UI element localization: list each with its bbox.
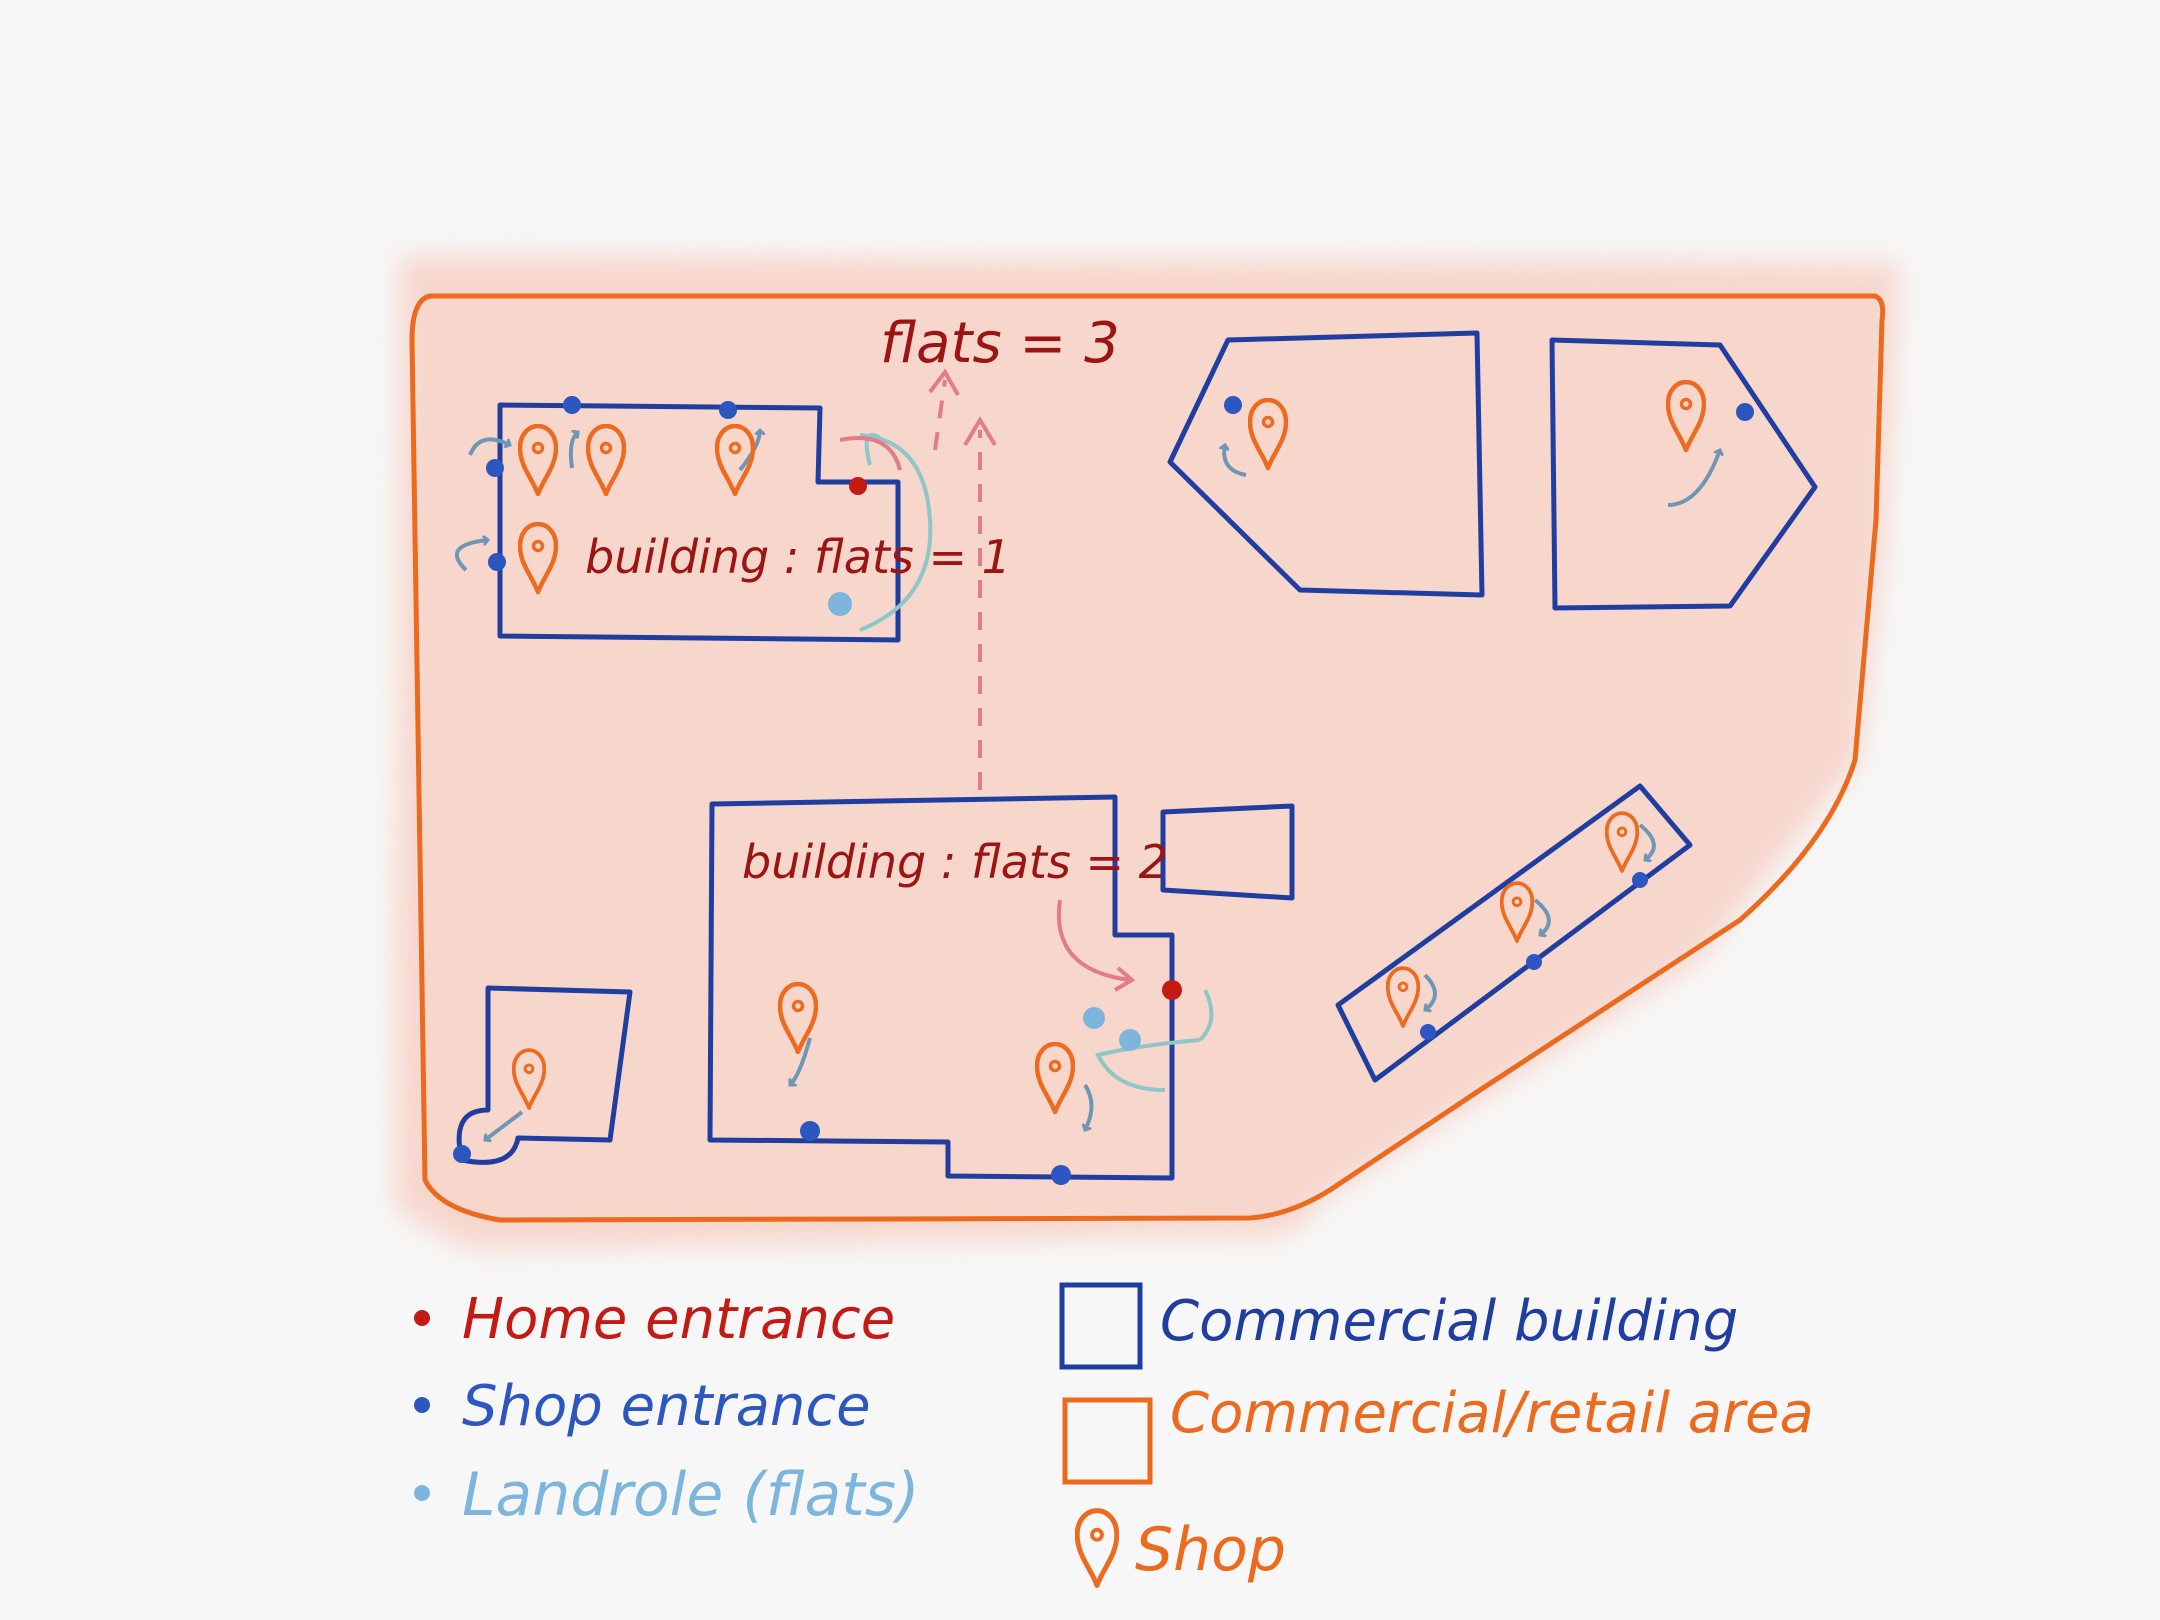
- building-b-label: building : flats = 2: [742, 835, 1168, 889]
- flats-total-label: flats = 3: [880, 311, 1120, 376]
- legend-commercial-area-label: Commercial/retail area: [1170, 1381, 1814, 1446]
- shop-entrance-dot: [1526, 954, 1542, 970]
- shop-entrance-dot: [800, 1121, 820, 1141]
- building-small-rect: [1160, 803, 1295, 901]
- legend-shop-entrance-dot: [414, 1397, 430, 1413]
- landrole-dot: [1119, 1029, 1141, 1051]
- arrow-head-up-left: [928, 368, 960, 396]
- landrole-dot: [828, 592, 852, 616]
- shop-entrance-dot: [719, 401, 737, 419]
- commercial-area: [395, 255, 1900, 1250]
- home-arrows: [839, 436, 1136, 992]
- home-entrance-dot: [849, 477, 867, 495]
- shop-entrance-dot: [1420, 1024, 1436, 1040]
- building-diagonal: [1335, 783, 1693, 1083]
- legend-landrole-dot: [414, 1485, 430, 1501]
- flats-aggregation-arrows: [933, 379, 982, 790]
- shop-entrances: [453, 396, 1754, 1185]
- legend-home-entrance-label: Home entrance: [462, 1287, 895, 1352]
- legend-shop-entrance-label: Shop entrance: [462, 1374, 871, 1439]
- legend-home-entrance-dot: [414, 1310, 430, 1326]
- legend-commercial-building-swatch: [1059, 1282, 1143, 1370]
- landrole-dot: [1083, 1007, 1105, 1029]
- building-a: [497, 402, 901, 643]
- building-pentagon-right: [1549, 337, 1818, 611]
- landrole-arrows: [859, 432, 1214, 1092]
- shop-entrance-dot: [1736, 403, 1754, 421]
- building-a-label: building : flats = 1: [585, 530, 1011, 584]
- shop-entrance-dot: [1224, 396, 1242, 414]
- legend-shop-pin-icon: [1077, 1511, 1117, 1586]
- legend-landrole-label: Landrole (flats): [462, 1460, 919, 1530]
- building-b: [707, 794, 1175, 1181]
- landroles: [828, 592, 1141, 1051]
- shop-entrance-dot: [486, 459, 504, 477]
- home-entrance-dot: [1162, 980, 1182, 1000]
- shop-entrance-dot: [488, 553, 506, 571]
- legend-commercial-building-label: Commercial building: [1160, 1289, 1738, 1354]
- shop-entrance-dot: [453, 1145, 471, 1163]
- shop-entrance-dot: [563, 396, 581, 414]
- legend-commercial-area-swatch: [1062, 1397, 1153, 1485]
- shop-entrance-dot: [1051, 1165, 1071, 1185]
- home-entrances: [849, 477, 1182, 1000]
- legend: Home entrance Shop entrance Landrole (fl…: [414, 1282, 1814, 1586]
- arrow-head-up-right: [963, 416, 997, 447]
- shop-arrows: [454, 430, 1720, 1140]
- building-pentagon-left: [1167, 330, 1485, 598]
- legend-shop-label: Shop: [1135, 1515, 1286, 1585]
- shop-entrance-dot: [1632, 872, 1648, 888]
